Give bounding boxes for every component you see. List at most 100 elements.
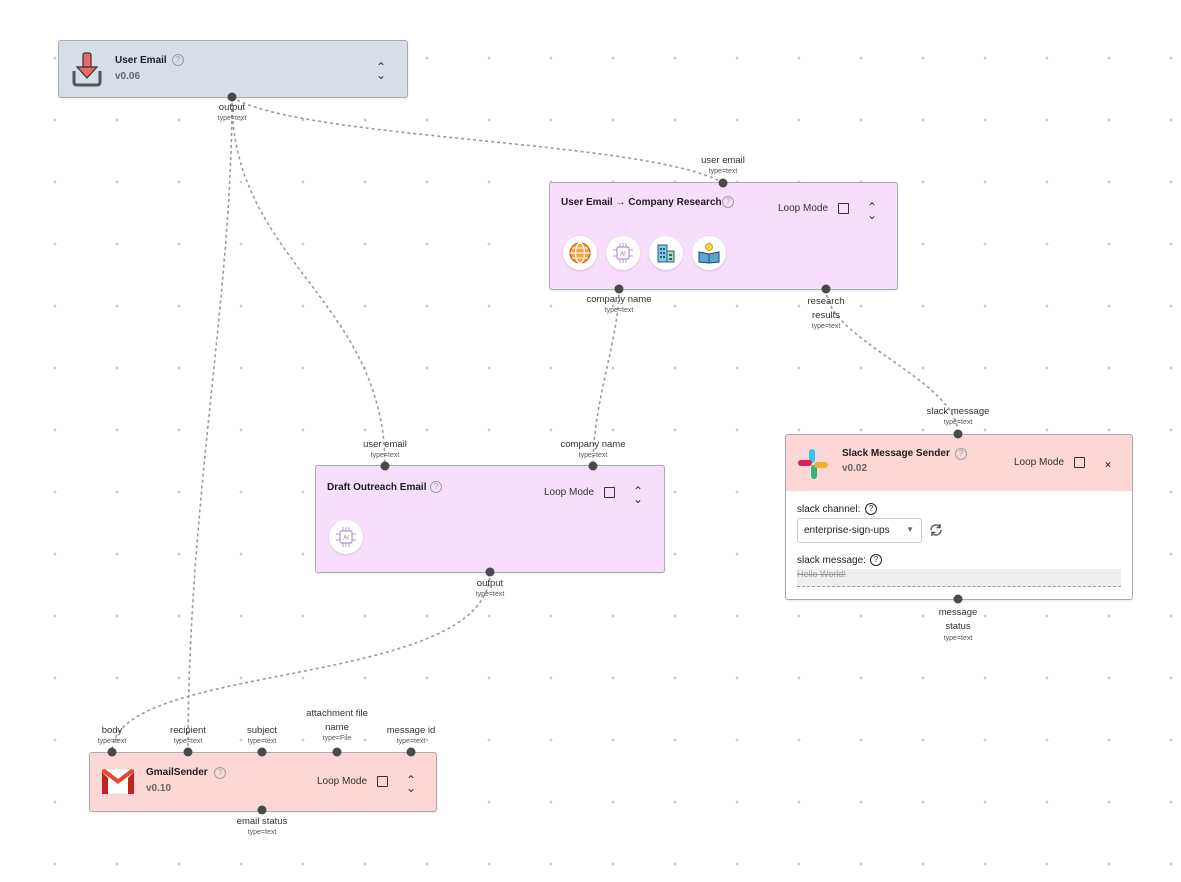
port-label: slack message — [926, 406, 990, 417]
slack-message-sender-node[interactable]: Slack Message Sender ? v0.02 Loop Mode ⌄… — [785, 434, 1133, 600]
port-label: user email — [701, 155, 745, 166]
gmail-sender-node[interactable]: GmailSender ? v0.10 Loop Mode ⌃⌄ — [89, 752, 437, 812]
slack-channel-label: slack channel: — [797, 504, 861, 515]
port-type: type=text — [370, 452, 400, 459]
input-port[interactable] — [380, 461, 390, 471]
node-version: v0.06 — [115, 71, 141, 82]
help-icon[interactable]: ? — [865, 503, 877, 515]
port-type: type=File — [322, 735, 352, 742]
port-label: attachment file — [306, 708, 368, 719]
slack-message-placeholder: Hello World! — [797, 569, 846, 579]
port-type: type=text — [97, 738, 127, 745]
expand-chevron-icon[interactable]: ⌃⌄ — [866, 200, 878, 222]
output-port[interactable] — [257, 805, 267, 815]
help-icon[interactable]: ? — [172, 54, 184, 66]
node-title: User Email → Company Research — [561, 197, 722, 208]
port-label: body — [101, 725, 123, 736]
svg-text:AI: AI — [620, 252, 626, 258]
expand-chevron-icon[interactable]: ⌃⌄ — [375, 60, 387, 82]
input-port[interactable] — [332, 747, 342, 757]
port-type: type=text — [217, 115, 247, 122]
edge-useremail-to-research — [231, 96, 724, 184]
input-port[interactable] — [588, 461, 598, 471]
collapse-chevron-icon[interactable]: ⌄⌃ — [1102, 454, 1114, 476]
ai-chip-icon: AI — [329, 520, 363, 554]
port-type: type=text — [943, 635, 973, 642]
loop-mode-label: Loop Mode — [317, 776, 368, 787]
port-type: type=text — [247, 829, 277, 836]
globe-icon — [563, 236, 597, 270]
port-label: email status — [236, 816, 288, 827]
output-port[interactable] — [485, 567, 495, 577]
loop-mode-label: Loop Mode — [778, 203, 829, 214]
help-icon[interactable]: ? — [955, 448, 967, 460]
port-label: output — [218, 102, 246, 113]
port-label: status — [945, 621, 971, 632]
port-type: type=text — [396, 738, 426, 745]
svg-text:AI: AI — [343, 536, 349, 542]
port-label: subject — [246, 725, 278, 736]
port-label: message — [938, 607, 978, 618]
help-icon[interactable]: ? — [214, 767, 226, 779]
port-label: message id — [386, 725, 436, 736]
node-version: v0.10 — [146, 783, 172, 794]
port-type: type=text — [475, 591, 505, 598]
input-port[interactable] — [183, 747, 193, 757]
input-port[interactable] — [406, 747, 416, 757]
output-port[interactable] — [227, 92, 237, 102]
help-icon[interactable]: ? — [430, 481, 442, 493]
company-research-node[interactable]: User Email → Company Research ? Loop Mod… — [549, 182, 898, 290]
expand-chevron-icon[interactable]: ⌃⌄ — [632, 484, 644, 506]
input-port[interactable] — [107, 747, 117, 757]
draft-outreach-email-node[interactable]: Draft Outreach Email ? Loop Mode ⌃⌄ AI — [315, 465, 665, 573]
port-label: company name — [560, 439, 626, 450]
node-version: v0.02 — [842, 463, 868, 474]
input-port[interactable] — [718, 178, 728, 188]
user-email-node[interactable]: User Email ? v0.06 ⌃⌄ — [58, 40, 408, 98]
slack-channel-value: enterprise-sign-ups — [804, 525, 890, 536]
loop-mode-checkbox[interactable] — [1074, 457, 1085, 468]
port-label: output — [476, 578, 504, 589]
port-type: type=text — [578, 452, 608, 459]
slack-message-label: slack message: — [797, 555, 866, 566]
output-port[interactable] — [614, 284, 624, 294]
node-title: Slack Message Sender — [842, 448, 950, 459]
book-idea-icon — [692, 236, 726, 270]
ai-chip-icon: AI — [606, 236, 640, 270]
help-icon[interactable]: ? — [870, 554, 882, 566]
port-type: type=text — [943, 419, 973, 426]
download-icon — [72, 52, 102, 87]
refresh-icon[interactable] — [928, 522, 944, 538]
loop-mode-label: Loop Mode — [1014, 457, 1065, 468]
slack-node-body: slack channel: ? enterprise-sign-ups ▼ s… — [786, 491, 1132, 599]
input-port[interactable] — [953, 429, 963, 439]
port-type: type=text — [173, 738, 203, 745]
edge-useremail-to-gmail-recipient — [187, 96, 233, 753]
dropdown-caret-icon: ▼ — [906, 525, 914, 534]
port-type: type=text — [811, 323, 841, 330]
expand-chevron-icon[interactable]: ⌃⌄ — [405, 773, 417, 795]
slack-logo-icon — [798, 449, 828, 479]
port-type: type=text — [247, 738, 277, 745]
port-label: user email — [363, 439, 407, 450]
building-icon — [649, 236, 683, 270]
port-label: recipient — [170, 725, 206, 736]
node-title: Draft Outreach Email — [327, 482, 427, 493]
node-title: GmailSender — [146, 767, 208, 778]
loop-mode-checkbox[interactable] — [838, 203, 849, 214]
loop-mode-checkbox[interactable] — [377, 776, 388, 787]
help-icon[interactable]: ? — [722, 196, 734, 208]
gmail-logo-icon — [101, 768, 135, 795]
port-label: company name — [586, 294, 652, 305]
port-label: results — [812, 310, 840, 321]
input-port[interactable] — [257, 747, 267, 757]
slack-message-input[interactable]: Hello World! — [797, 569, 1121, 587]
port-label: name — [325, 722, 349, 733]
loop-mode-label: Loop Mode — [544, 487, 595, 498]
loop-mode-checkbox[interactable] — [604, 487, 615, 498]
output-port[interactable] — [821, 284, 831, 294]
slack-channel-select[interactable]: enterprise-sign-ups ▼ — [797, 518, 922, 543]
port-label: research — [807, 296, 845, 307]
node-title: User Email — [115, 55, 167, 66]
output-port[interactable] — [953, 594, 963, 604]
